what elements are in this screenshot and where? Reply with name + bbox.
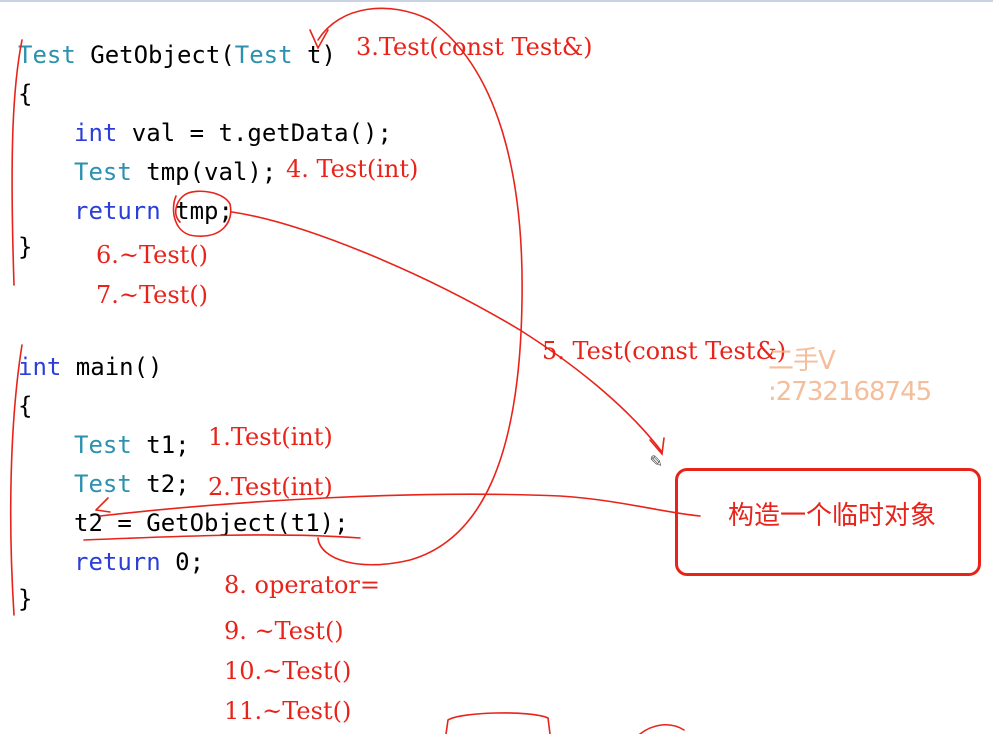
ink-bottom-curve [639,723,685,734]
code-line-t1: Test t1; [74,431,190,459]
annotation-5: 5. Test(const Test&) [542,337,787,365]
code-line-assign: t2 = GetObject(t1); [74,509,349,537]
code-line-main-brace-open: { [18,392,33,420]
ink-loop-to-param [317,7,523,566]
ink-arrow-to-temp [231,211,663,453]
annotation-7: 7.~Test() [96,281,209,309]
ink-param-arrowhead [309,29,329,50]
annotation-9: 9. ~Test() [224,617,344,645]
ink-underline-assign [83,534,361,541]
code-line-return-0: return 0; [74,548,205,576]
code-line-tmp: Test tmp(val); [74,158,277,186]
annotation-6: 6.~Test() [96,241,209,269]
code-line-main-brace-close: } [18,585,33,613]
code-line-val: int val = t.getData(); [74,119,392,147]
ink-left-bracket-bottom [9,344,23,616]
annotation-10: 10.~Test() [224,657,352,685]
callout-text: 构造一个临时对象 [728,501,937,531]
ink-bottom-box [445,712,551,734]
code-line-brace-open: { [18,80,33,108]
pen-cursor-icon: ✎ [650,448,663,472]
ink-arrowhead [649,437,665,456]
annotation-1: 1.Test(int) [208,423,333,451]
code-line-main-signature: int main() [18,353,163,381]
code-line-t2: Test t2; [74,470,190,498]
annotation-2: 2.Test(int) [208,473,333,501]
annotation-3: 3.Test(const Test&) [356,33,593,61]
ink-left-bracket-top [11,39,23,286]
ink-circle-tmp [172,190,232,237]
annotation-8: 8. operator= [224,571,380,599]
ink-arrow-t2 [95,497,111,513]
annotation-4: 4. Test(int) [286,155,419,183]
watermark: 二手V :2732168745 [768,346,932,407]
top-border [0,0,993,2]
ink-line-to-callout [99,493,701,517]
code-line-return-tmp: return tmp; [74,197,233,225]
callout-box: 构造一个临时对象 [675,468,981,576]
annotation-11: 11.~Test() [224,697,352,725]
code-line-brace-close: } [18,233,33,261]
code-line-func-signature: Test GetObject(Test t) [18,41,336,69]
